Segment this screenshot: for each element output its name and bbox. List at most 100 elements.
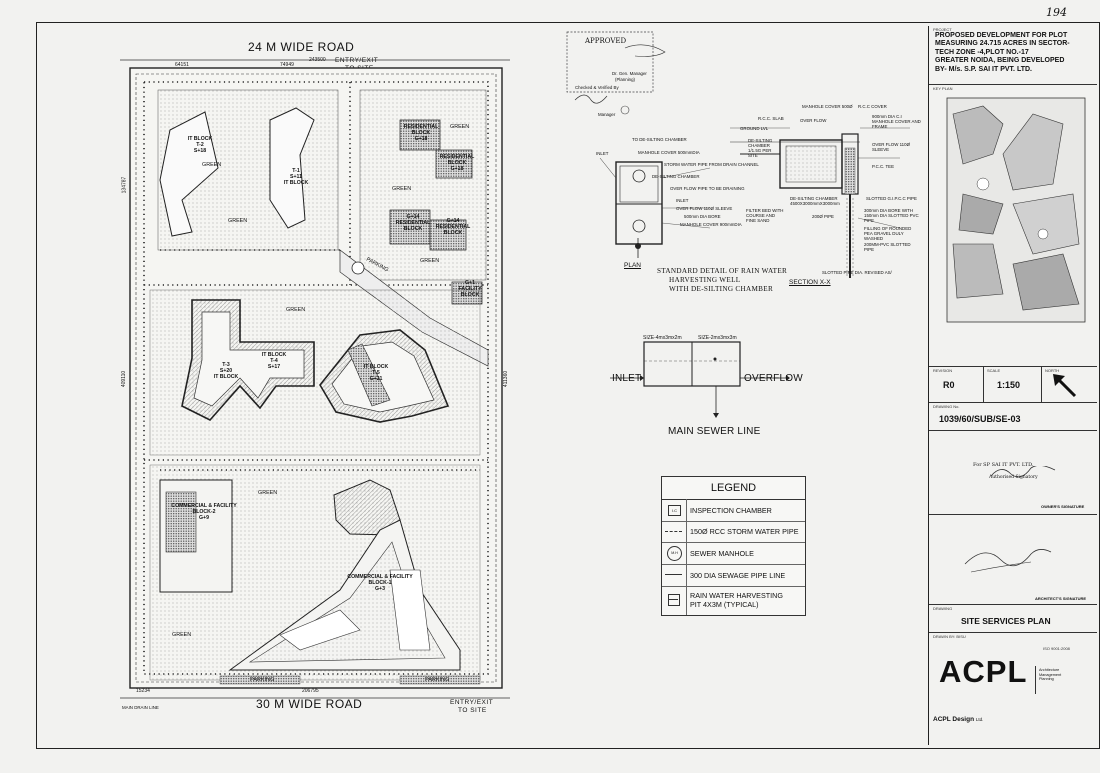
stamp-name: Dr. Gen. Manager	[612, 71, 647, 76]
owner-for-text: For SP SAI IT PVT. LTD.	[973, 462, 1034, 468]
acpl-logo: ACPL	[939, 654, 1028, 689]
rwh-detail-drawing	[599, 127, 910, 278]
approved-stamp-text: APPROVED	[585, 37, 627, 45]
drawn-by: DRAWN BY: BISU	[933, 634, 966, 639]
owner-signature-mark	[990, 466, 1056, 478]
sewer-inlet-label: INLET	[612, 373, 642, 384]
owner-signature-caption: OWNER'S SIGNATURE	[1041, 504, 1085, 509]
section-note: DE-SILTING CHAMBER 4500X3000mmX3000mm	[790, 196, 840, 206]
revision-value: R0	[943, 380, 955, 390]
green-label: GREEN	[258, 490, 278, 496]
parking-label: PARKING	[250, 677, 275, 683]
section-note: P.C.C. TEE	[872, 164, 895, 169]
section-note: MANHOLE COVER 500Ø	[802, 104, 853, 109]
parking-label: PARKING	[425, 677, 450, 683]
dim-bottom: 206795	[302, 688, 319, 694]
iso-text: ISO 9001:2008	[1043, 646, 1070, 651]
plan-note: TO DE-SILTING CHAMBER	[632, 137, 687, 142]
storm-water-pipe-icon	[662, 521, 687, 542]
section-note: FILLING OF ROUNDED PEA GRAVEL DULY WASHE…	[864, 226, 912, 241]
dim-top-left: 64151	[175, 62, 189, 68]
firm-name: ACPL Design Ltd.	[933, 716, 984, 723]
plan-note: INLET	[596, 151, 609, 156]
section-note: DE-SILTING CHAMBER 1/1.5G PER SITE	[748, 138, 773, 158]
drawing-number: 1039/60/SUB/SE-03	[939, 414, 1021, 424]
green-label: GREEN	[228, 218, 248, 224]
plan-note: MANHOLE COVER 500mmDIA	[638, 150, 700, 155]
stamp-role: (Planning)	[615, 77, 636, 82]
sewer-overflow-label: OVERFLOW	[744, 373, 803, 384]
architect-signature-caption: ARCHITECT'S SIGNATURE	[1035, 596, 1087, 601]
drawing-no-caption: DRAWING No.	[933, 404, 960, 409]
green-label: GREEN	[286, 307, 306, 313]
dim-top-mid: 74949	[280, 62, 294, 68]
road-label-top: 24 M WIDE ROAD	[248, 40, 355, 54]
plan-note: STORM WATER PIPE FROM DRAIN CHANNEL	[664, 162, 759, 167]
main-sewer-line-label: MAIN SEWER LINE	[668, 426, 761, 437]
road-label-bottom: 30 M WIDE ROAD	[256, 697, 363, 711]
title-block: PROJECT PROPOSED DEVELOPMENT FOR PLOT ME…	[928, 26, 1097, 745]
scale-value: 1:150	[997, 380, 1021, 390]
green-label: GREEN	[202, 162, 222, 168]
sewer-layout-drawing	[610, 341, 790, 418]
page-number: 194	[1046, 6, 1067, 19]
green-label: GREEN	[450, 124, 470, 130]
plan-note: INLET	[676, 198, 689, 203]
legend-item: 300 DIA SEWAGE PIPE LINE	[662, 564, 805, 587]
entry-exit-bottom-2: TO SITE	[458, 707, 487, 714]
legend-title: LEGEND	[662, 477, 805, 500]
north-arrow-icon	[1053, 374, 1077, 398]
plan-note: MANHOLE COVER 900mmDIA	[680, 222, 742, 227]
main-drain-line-label: MAIN DRAIN LINE	[122, 705, 159, 710]
scale-caption: SCALE	[987, 368, 1001, 373]
rain-water-harvesting-pit-icon	[662, 586, 687, 615]
sewer-size-right: SIZE-2mx3mx3m	[698, 335, 737, 341]
section-note: GROUND LVL	[740, 126, 769, 131]
section-label: SECTION X-X	[789, 279, 831, 286]
legend-item: RAIN WATER HARVESTING PIT 4X3M (TYPICAL)	[662, 586, 805, 615]
section-note: OVER FLOW 110Ø SLEEVE	[872, 142, 910, 152]
key-plan-thumbnail	[946, 97, 1086, 323]
entry-exit-top-1: ENTRY/EXIT	[335, 57, 379, 64]
key-plan-caption: KEY PLAN	[933, 86, 953, 91]
section-note: 900mm DIA C.I MANHOLE COVER AND FRAME	[872, 114, 921, 129]
section-note: 200Ø PIPE	[812, 214, 834, 219]
rwh-detail-title: STANDARD DETAIL OF RAIN WATER HARVESTING…	[657, 267, 788, 293]
green-label: GREEN	[172, 632, 192, 638]
project-caption: PROJECT	[933, 27, 952, 32]
revision-caption: REVISION	[933, 368, 953, 373]
sewage-pipe-line-icon	[662, 564, 687, 586]
dim-bottom-left: 15234	[136, 688, 150, 694]
section-note: SLOTTED PIPE DIA. REVISED AS/	[822, 270, 892, 275]
sewer-manhole-icon: M.H	[662, 542, 687, 564]
section-note: R.C.C COVER	[858, 104, 887, 109]
legend-item: M.H SEWER MANHOLE	[662, 542, 805, 565]
section-note: 200MM-PVC SLOTTED PIPE	[864, 242, 911, 252]
sewer-size-left: SIZE-4mx3mx2m	[643, 335, 682, 341]
project-description: PROPOSED DEVELOPMENT FOR PLOT MEASURING …	[935, 32, 1070, 73]
north-caption: NORTH	[1045, 368, 1060, 373]
owner-authorised-text: Authorised Signatory	[989, 475, 1038, 480]
stamp-checked: Checked & Verified By	[575, 85, 619, 90]
approval-stamp	[566, 31, 666, 115]
section-note: OVER FLOW	[800, 118, 827, 123]
section-note: SLOTTED G.I.P.C.C PIPE	[866, 196, 917, 201]
plan-note: 500mm DIA BORE	[684, 214, 721, 219]
plan-label: PLAN	[624, 262, 641, 269]
section-note: FILTER BED WITH COURSE AND FINE SAND	[746, 208, 784, 223]
site-plan-drawing	[120, 59, 510, 699]
architect-signature-mark	[964, 549, 1052, 573]
inspection-chamber-icon: I.C	[662, 499, 687, 521]
plan-note: OVER FLOW PIPE TO BE DRAINING	[670, 186, 745, 191]
green-label: GREEN	[392, 186, 412, 192]
legend-item: I.C INSPECTION CHAMBER	[662, 499, 805, 522]
